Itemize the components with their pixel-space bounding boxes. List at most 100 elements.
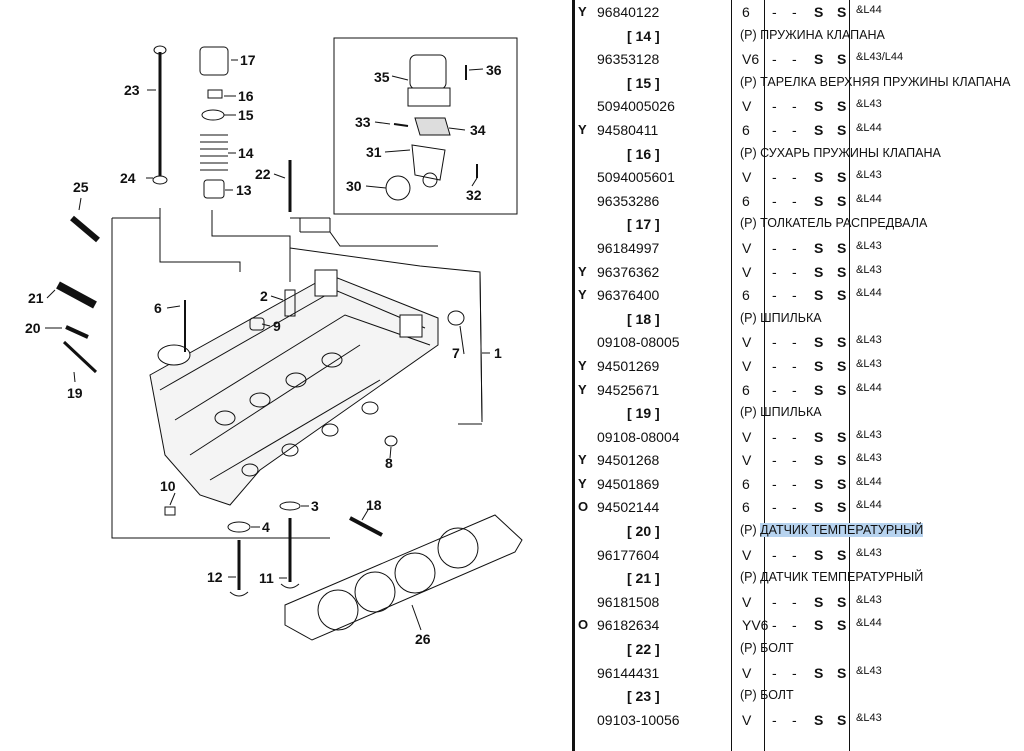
option-note: &L43 (856, 169, 882, 182)
dash-cell: - (792, 711, 797, 728)
supply-flag: S (814, 121, 824, 138)
part-mark: Y (578, 4, 587, 19)
callout-16: 16 (238, 88, 254, 104)
supply-flag: S (837, 617, 847, 634)
engine-code: 6 (742, 121, 750, 138)
callout-34: 34 (470, 122, 486, 138)
option-note: &L43 (856, 711, 882, 724)
part-number: 96376400 (597, 287, 660, 304)
engine-code: 6 (742, 4, 750, 20)
part-mark: Y (578, 287, 587, 303)
group-header-row[interactable]: [ 17 ](P) ТОЛКАТЕЛЬ РАСПРЕДВАЛА (575, 212, 1024, 236)
part-number: 96181508 (597, 593, 660, 610)
option-note: &L43 (856, 98, 882, 111)
callout-3: 3 (311, 498, 319, 514)
part-mark: O (578, 617, 589, 633)
callout-2: 2 (260, 288, 268, 304)
group-header-row[interactable]: [ 22 ](P) БОЛТ (575, 637, 1024, 661)
supply-flag: S (837, 334, 847, 351)
engine-code: V (742, 711, 752, 728)
part-description: (P) СУХАРЬ ПРУЖИНЫ КЛАПАНА (740, 145, 941, 160)
group-number: [ 20 ] (627, 523, 660, 540)
supply-flag: S (814, 98, 824, 115)
option-note: &L44 (856, 121, 882, 134)
supply-flag: S (837, 664, 847, 681)
part-number: 96353128 (597, 51, 660, 68)
part-description: (P) БОЛТ (740, 688, 794, 703)
part-mark: Y (578, 357, 587, 373)
part-mark: Y (578, 121, 587, 137)
group-header-row[interactable]: [ 16 ](P) СУХАРЬ ПРУЖИНЫ КЛАПАНА (575, 142, 1024, 166)
part-mark: Y (578, 475, 587, 491)
callout-32: 32 (466, 187, 482, 203)
part-number: 09103-10056 (597, 711, 680, 728)
group-header-row[interactable]: [ 18 ](P) ШПИЛЬКА (575, 307, 1024, 331)
part-number: 09108-08004 (597, 428, 680, 445)
option-note: &L43 (856, 593, 882, 606)
dash-cell: - (772, 239, 777, 256)
engine-code: V (742, 239, 752, 256)
engine-code: V (742, 452, 752, 469)
option-note: &L43/L44 (856, 51, 904, 64)
dash-cell: - (772, 263, 777, 280)
dash-cell: - (792, 593, 797, 610)
supply-flag: S (837, 452, 847, 469)
description-prefix: (P) (740, 523, 761, 538)
dash-cell: - (792, 475, 797, 492)
column-divider (731, 0, 732, 751)
dash-cell: - (792, 357, 797, 374)
group-header-row[interactable]: [ 14 ](P) ПРУЖИНА КЛАПАНА (575, 24, 1024, 48)
group-header-row[interactable]: [ 21 ](P) ДАТЧИК ТЕМПЕРАТУРНЫЙ (575, 566, 1024, 590)
supply-flag: S (837, 51, 847, 68)
callout-6: 6 (154, 300, 162, 316)
option-note: &L44 (856, 192, 882, 205)
supply-flag: S (837, 169, 847, 186)
engine-code: V (742, 593, 752, 610)
part-number: 94501869 (597, 475, 660, 492)
part-mark: Y (578, 452, 587, 468)
dash-cell: - (792, 192, 797, 209)
group-number: [ 17 ] (627, 216, 660, 233)
part-number: 94501269 (597, 357, 660, 374)
option-note: &L44 (856, 499, 882, 512)
group-header-row[interactable]: [ 15 ](P) ТАРЕЛКА ВЕРХНЯЯ ПРУЖИНЫ КЛАПАН… (575, 71, 1024, 95)
dash-cell: - (772, 617, 777, 634)
engine-code: 6 (742, 192, 750, 209)
dash-cell: - (792, 239, 797, 256)
callout-11: 11 (259, 570, 274, 586)
dash-cell: - (792, 287, 797, 304)
supply-flag: S (814, 239, 824, 256)
supply-flag: S (814, 546, 824, 563)
group-number: [ 18 ] (627, 310, 660, 327)
callout-26: 25 (73, 179, 89, 195)
dash-cell: - (792, 4, 797, 20)
dash-cell: - (792, 263, 797, 280)
supply-flag: S (837, 475, 847, 492)
group-header-row[interactable]: [ 19 ](P) ШПИЛЬКА (575, 401, 1024, 425)
part-number: 96182634 (597, 617, 660, 634)
group-header-row[interactable]: [ 20 ](P) ДАТЧИК ТЕМПЕРАТУРНЫЙ (575, 519, 1024, 543)
callout-19: 19 (67, 385, 83, 401)
group-header-row[interactable]: [ 23 ](P) БОЛТ (575, 684, 1024, 708)
